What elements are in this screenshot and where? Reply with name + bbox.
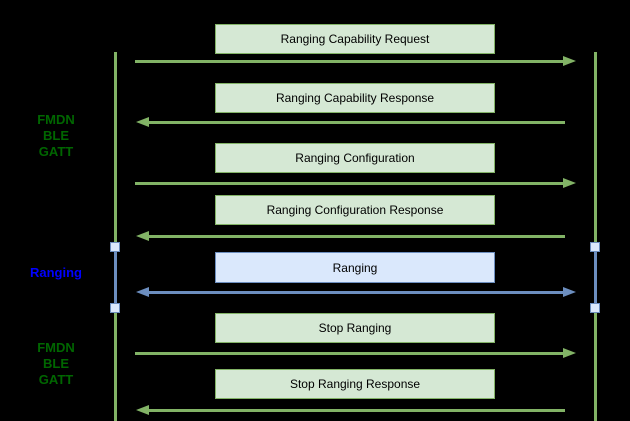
message-label: Ranging Configuration Response [266, 203, 444, 217]
arrow-ranging-capability-response [136, 117, 565, 128]
protocol-label-line: GATT [38, 144, 74, 159]
message-box-ranging-capability-response: Ranging Capability Response [215, 83, 495, 113]
activation-marker-left-bottom [110, 303, 120, 313]
protocol-label-line: FMDN [37, 340, 75, 355]
arrow-shaft [135, 352, 564, 355]
arrow-stop-ranging-response [136, 405, 565, 416]
arrow-shaft [135, 182, 564, 185]
protocol-label-ranging: Ranging [12, 265, 100, 281]
message-label: Stop Ranging [318, 321, 392, 335]
message-box-ranging-capability-request: Ranging Capability Request [215, 24, 495, 54]
arrowhead-right-icon [563, 178, 576, 188]
message-box-ranging: Ranging [215, 252, 495, 283]
arrow-shaft [148, 121, 565, 124]
arrow-shaft [148, 235, 565, 238]
arrow-ranging-capability-request [135, 56, 576, 67]
protocol-label-line: BLE [43, 128, 69, 143]
arrowhead-right-icon [563, 287, 576, 297]
message-label: Stop Ranging Response [289, 377, 421, 391]
message-box-stop-ranging: Stop Ranging [215, 313, 495, 343]
protocol-label-line: Ranging [30, 265, 82, 280]
arrowhead-left-icon [136, 287, 149, 297]
activation-marker-left-top [110, 242, 120, 252]
message-box-ranging-configuration: Ranging Configuration [215, 143, 495, 173]
arrowhead-left-icon [136, 231, 149, 241]
message-label: Ranging [332, 260, 378, 275]
lifeline-left-ranging-segment [114, 248, 117, 308]
protocol-label-fmdn-ble-gatt-top: FMDN BLE GATT [12, 112, 100, 160]
arrow-stop-ranging [135, 348, 576, 359]
arrowhead-left-icon [136, 405, 149, 415]
protocol-label-line: GATT [38, 372, 74, 387]
arrowhead-right-icon [563, 348, 576, 358]
message-label: Ranging Configuration [295, 151, 415, 165]
protocol-label-line: FMDN [37, 112, 75, 127]
arrowhead-right-icon [563, 56, 576, 66]
arrow-ranging-bidirectional [136, 287, 576, 298]
message-label: Ranging Capability Response [275, 91, 435, 105]
activation-marker-right-top [590, 242, 600, 252]
arrow-shaft [135, 60, 564, 63]
message-box-stop-ranging-response: Stop Ranging Response [215, 369, 495, 399]
arrowhead-left-icon [136, 117, 149, 127]
protocol-label-line: BLE [43, 356, 69, 371]
lifeline-right-ranging-segment [594, 248, 597, 308]
arrow-shaft [148, 409, 565, 412]
lifeline-left [114, 52, 117, 421]
arrow-ranging-configuration-response [136, 231, 565, 242]
arrow-shaft [148, 291, 564, 294]
activation-marker-right-bottom [590, 303, 600, 313]
protocol-label-fmdn-ble-gatt-bottom: FMDN BLE GATT [12, 340, 100, 388]
message-label: Ranging Capability Request [280, 32, 430, 46]
message-box-ranging-configuration-response: Ranging Configuration Response [215, 195, 495, 225]
arrow-ranging-configuration [135, 178, 576, 189]
lifeline-right [594, 52, 597, 421]
